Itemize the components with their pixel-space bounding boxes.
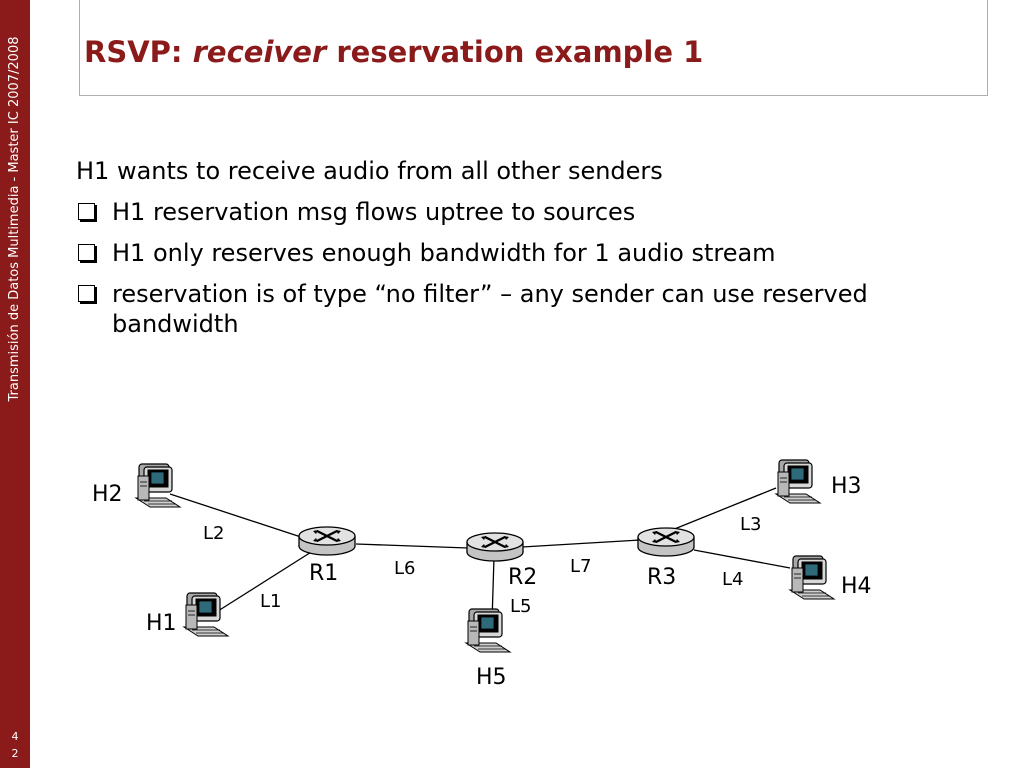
router-label: R2 xyxy=(508,565,537,590)
host-label: H2 xyxy=(92,482,123,507)
bullet-text: reservation is of type “no filter” – any… xyxy=(112,280,868,338)
sidebar: Transmisión de Datos Multimedia - Master… xyxy=(0,0,30,768)
header-divider xyxy=(987,0,988,96)
title-prefix: RSVP: xyxy=(84,35,193,69)
checkbox-bullet-icon xyxy=(78,203,95,220)
page-number-digit: 4 xyxy=(11,730,19,743)
router-icon xyxy=(465,531,525,563)
checkbox-bullet-icon xyxy=(78,285,95,302)
link-line xyxy=(521,539,641,548)
checkbox-bullet-icon xyxy=(78,244,95,261)
link-line xyxy=(671,487,777,531)
link-label: L2 xyxy=(203,523,224,544)
link-label: L1 xyxy=(260,591,281,612)
host-label: H4 xyxy=(841,574,872,599)
host-label: H1 xyxy=(146,611,177,636)
link-label: L6 xyxy=(394,558,415,579)
page-title: RSVP: receiver reservation example 1 xyxy=(84,34,703,70)
computer-icon xyxy=(775,459,821,504)
computer-icon xyxy=(135,463,181,508)
bullet-text: H1 only reserves enough bandwidth for 1 … xyxy=(112,239,776,267)
router-icon xyxy=(636,526,696,558)
title-emphasis: receiver xyxy=(192,35,327,69)
slide-content: H1 wants to receive audio from all other… xyxy=(76,156,946,350)
link-label: L3 xyxy=(740,514,761,535)
link-line xyxy=(355,543,469,549)
link-label: L7 xyxy=(570,556,591,577)
bullet-item: reservation is of type “no filter” – any… xyxy=(76,279,946,339)
router-label: R1 xyxy=(309,561,338,586)
link-lines xyxy=(169,487,791,623)
bullet-text: H1 reservation msg flows uptree to sourc… xyxy=(112,198,636,226)
computer-icon xyxy=(183,592,229,637)
host-label: H5 xyxy=(476,665,507,690)
intro-text: H1 wants to receive audio from all other… xyxy=(76,157,663,185)
link-label: L5 xyxy=(510,596,531,617)
link-line xyxy=(217,548,317,612)
link-line xyxy=(169,493,305,539)
router-label: R3 xyxy=(647,565,676,590)
header-divider xyxy=(79,0,80,96)
page-number-digit: 2 xyxy=(11,747,19,760)
link-label: L4 xyxy=(722,569,743,590)
link-line xyxy=(693,549,791,569)
computer-icon xyxy=(465,608,511,653)
computer-icon xyxy=(789,555,835,600)
title-suffix: reservation example 1 xyxy=(326,35,704,69)
router-icon xyxy=(297,525,357,557)
header-divider xyxy=(79,95,988,96)
bullet-item: H1 only reserves enough bandwidth for 1 … xyxy=(76,238,946,268)
bullet-item: H1 reservation msg flows uptree to sourc… xyxy=(76,197,946,227)
host-label: H3 xyxy=(831,474,862,499)
